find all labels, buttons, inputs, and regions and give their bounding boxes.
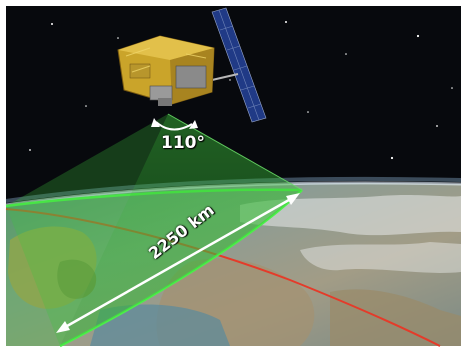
scan-beam bbox=[60, 114, 302, 346]
satellite-icon bbox=[117, 35, 215, 106]
scan-beam-side bbox=[6, 114, 168, 346]
double-arrow-icon bbox=[56, 193, 300, 333]
solar-panel-icon bbox=[211, 7, 267, 123]
arc-arrow-icon bbox=[151, 118, 198, 131]
ground-track-line bbox=[5, 208, 441, 347]
stars bbox=[29, 21, 453, 160]
